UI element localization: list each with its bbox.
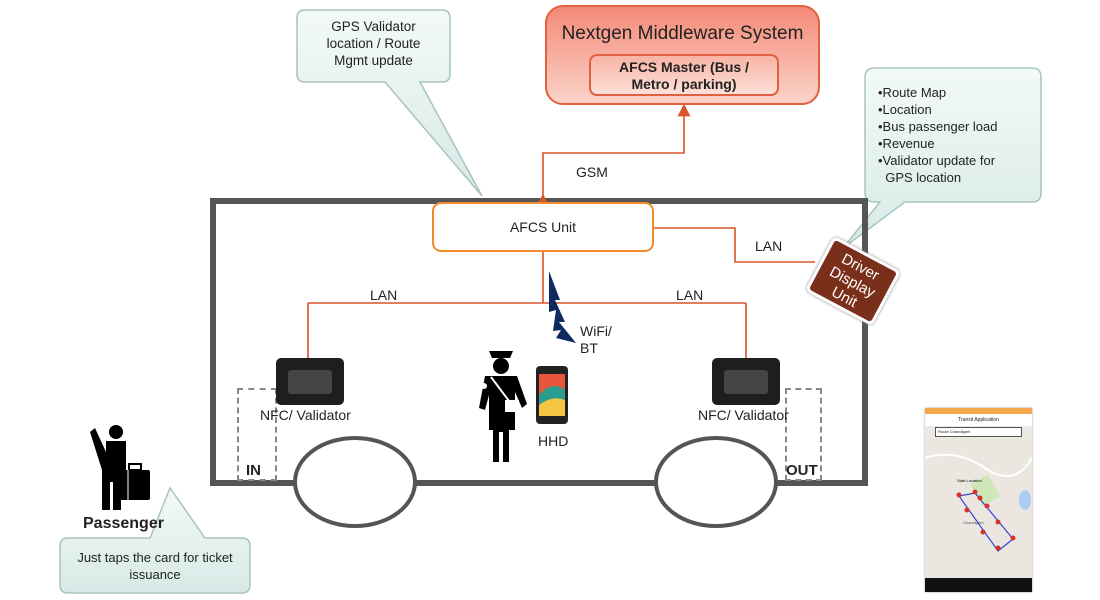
gsm-link <box>536 103 691 207</box>
door-out-label: OUT <box>786 462 818 479</box>
validator-screen <box>724 370 768 394</box>
passenger-callout-shape <box>59 486 251 594</box>
hhd-phone-icon <box>536 366 568 424</box>
gps-callout: GPS Validator location / Route Mgmt upda… <box>297 18 450 69</box>
conductor-icon <box>479 351 527 462</box>
middleware-system-box: Nextgen Middleware System AFCS Master (B… <box>545 5 820 105</box>
lan-driver-label: LAN <box>755 238 783 254</box>
app-city-label: Chandigarh <box>963 520 984 525</box>
door-in-label: IN <box>246 462 261 479</box>
afcs-master-line2: Metro / parking) <box>631 76 737 92</box>
gps-callout-line: Mgmt update <box>334 53 413 68</box>
app-nav-bar <box>925 578 1032 592</box>
validator-screen <box>288 370 332 394</box>
lan-link-main <box>307 252 747 358</box>
validator-right-label: NFC/ Validator <box>698 407 789 423</box>
driver-callout: •Route Map •Location •Bus passenger load… <box>878 84 1038 186</box>
exit-door <box>785 388 822 481</box>
wheel-right <box>654 436 778 528</box>
gps-callout-line: GPS Validator <box>331 19 416 34</box>
wifi-bt-label: WiFi/ BT <box>580 323 612 357</box>
bt-label: BT <box>580 340 598 356</box>
gsm-label: GSM <box>576 164 608 180</box>
entry-door <box>237 388 277 481</box>
nfc-validator-left-device <box>276 358 344 405</box>
validator-left-label: NFC/ Validator <box>260 407 351 423</box>
app-map-pins <box>956 489 1016 551</box>
gps-callout-line: location / Route <box>326 36 421 51</box>
transit-app-screenshot: Transit Application Route Chandigarh Sta… <box>925 408 1032 592</box>
driver-callout-item: •Bus passenger load <box>878 119 998 134</box>
lan-right-label: LAN <box>676 287 704 303</box>
driver-callout-shape <box>842 67 1042 249</box>
afcs-master-box: AFCS Master (Bus / Metro / parking) <box>589 54 779 96</box>
app-route-select: Route Chandigarh <box>935 427 1022 437</box>
passenger-icon <box>90 425 150 510</box>
wireless-signal-icon <box>549 271 576 343</box>
wifi-label: WiFi/ <box>580 323 612 339</box>
passenger-callout: Just taps the card for ticket issuance <box>60 549 250 583</box>
passenger-callout-line: issuance <box>129 567 181 582</box>
driver-callout-item: •Route Map <box>878 85 947 100</box>
app-title: Transit Application <box>925 414 1032 426</box>
driver-callout-item: GPS location <box>878 170 962 185</box>
passenger-callout-line: Just taps the card for ticket <box>77 550 233 565</box>
afcs-master-line1: AFCS Master (Bus / <box>619 59 749 75</box>
middleware-title: Nextgen Middleware System <box>561 23 804 44</box>
lan-link-driver <box>654 227 815 263</box>
gps-callout-shape <box>296 9 483 197</box>
driver-callout-item: •Validator update for <box>878 153 996 168</box>
wheel-left <box>293 436 417 528</box>
app-map: Start Location Chandigarh <box>925 438 1032 578</box>
driver-callout-item: •Revenue <box>878 136 935 151</box>
hhd-label: HHD <box>538 433 569 449</box>
afcs-unit-box: AFCS Unit <box>432 202 654 252</box>
app-status-bar <box>925 408 1032 414</box>
lan-left-label: LAN <box>370 287 398 303</box>
app-start-location: Start Location <box>957 478 982 483</box>
passenger-label: Passenger <box>83 515 164 532</box>
nfc-validator-right-device <box>712 358 780 405</box>
driver-callout-item: •Location <box>878 102 932 117</box>
